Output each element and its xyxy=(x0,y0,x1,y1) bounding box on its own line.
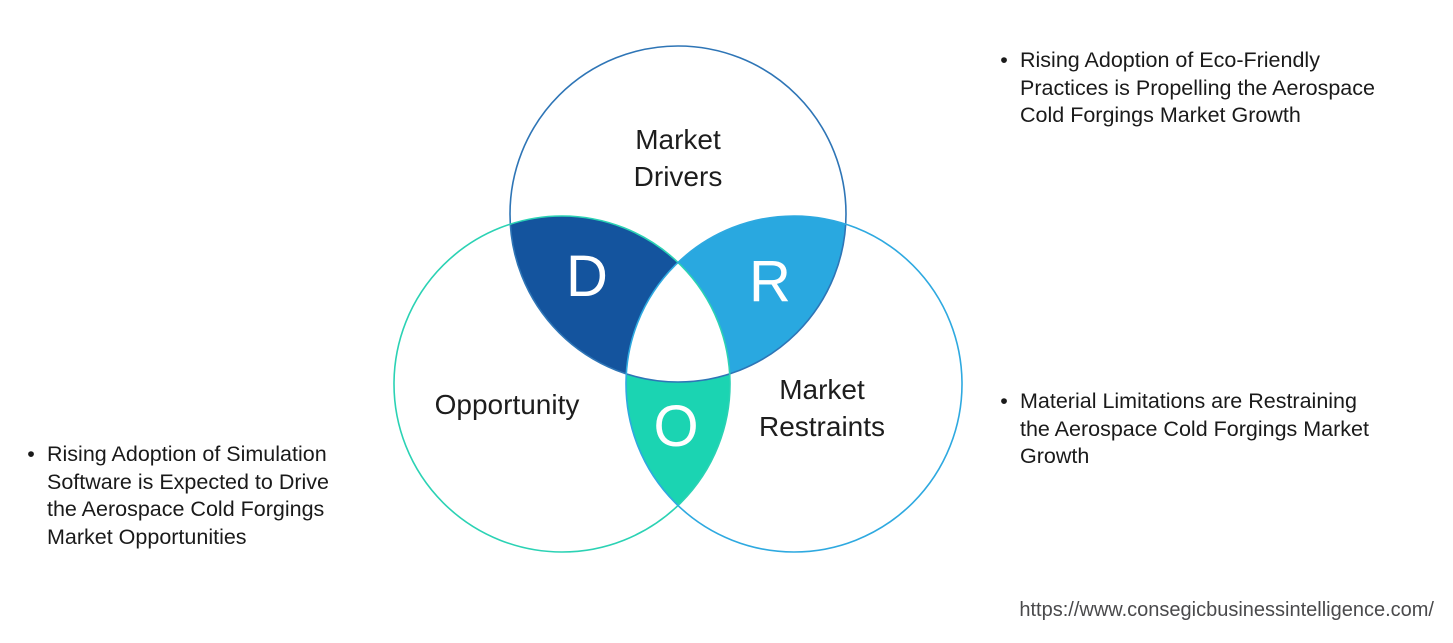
circle-drivers-outline xyxy=(509,45,847,383)
bullet-drivers-text: Rising Adoption of Eco-Friendly Practice… xyxy=(1020,48,1375,127)
bullet-drivers-note: • Rising Adoption of Eco-Friendly Practi… xyxy=(997,47,1437,130)
circle-opportunity-outline xyxy=(393,215,731,553)
bullet-icon: • xyxy=(1000,389,1008,413)
label-market-restraints: Market Restraints xyxy=(758,374,886,442)
bullet-icon: • xyxy=(27,442,35,466)
bullet-opportunity-note: • Rising Adoption of Simulation Software… xyxy=(24,441,374,551)
bullet-restraints-text: Material Limitations are Restraining the… xyxy=(1020,389,1369,468)
label-opportunity: Opportunity xyxy=(434,389,580,420)
drivers-restraints-intersection xyxy=(626,216,846,382)
letter-o: O xyxy=(653,394,699,459)
drivers-opportunity-intersection xyxy=(510,216,730,382)
circle-restraints-outline xyxy=(625,215,963,553)
website-url-link[interactable]: https://www.consegicbusinessintelligence… xyxy=(1019,599,1434,621)
bullet-icon: • xyxy=(1000,48,1008,72)
letter-d: D xyxy=(566,244,608,309)
letter-r: R xyxy=(749,249,791,314)
bullet-restraints-note: • Material Limitations are Restraining t… xyxy=(997,388,1437,471)
bullet-opportunity-text: Rising Adoption of Simulation Software i… xyxy=(47,442,330,549)
label-market-drivers: Market Drivers xyxy=(633,124,723,192)
